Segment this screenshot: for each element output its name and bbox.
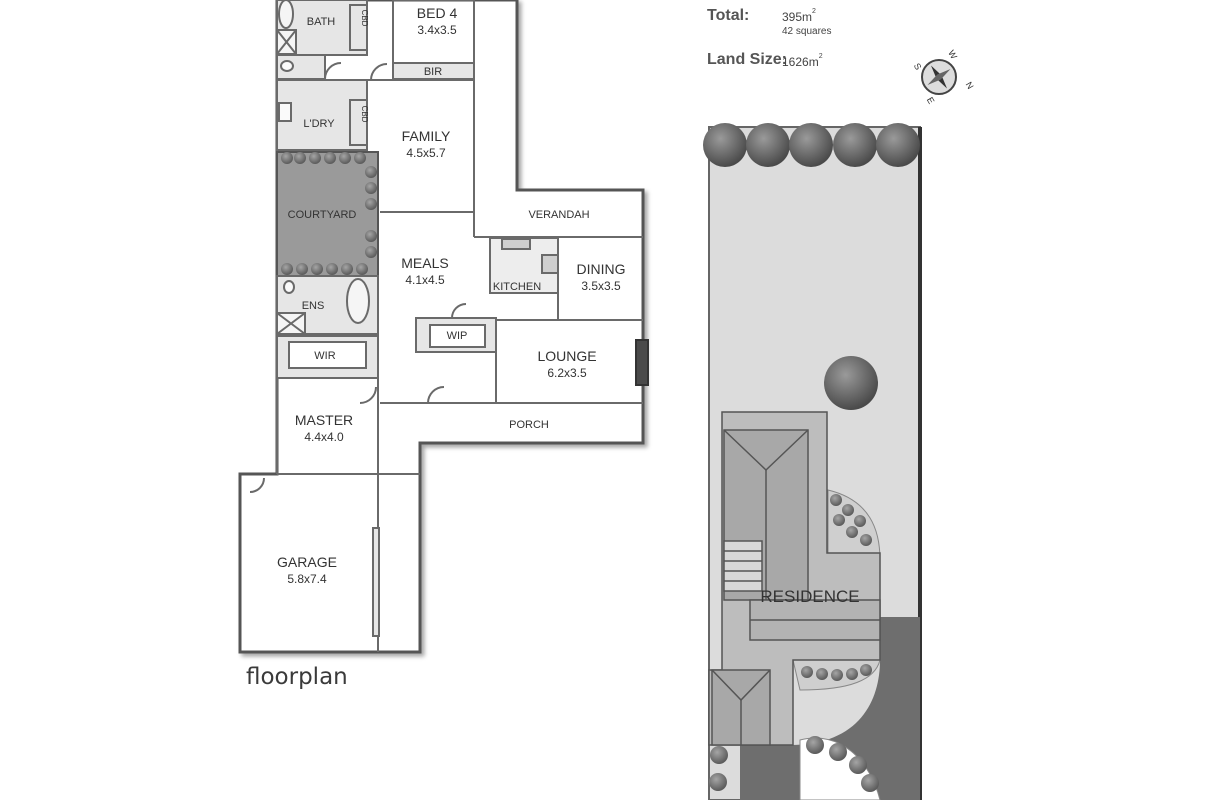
- compass-rose: W N S E: [912, 48, 976, 105]
- total-value: 395m2: [782, 8, 816, 24]
- garage-door-rail: [372, 527, 380, 637]
- label-bed4: BED 4: [417, 5, 458, 21]
- label-wir: WIR: [314, 350, 335, 362]
- shrubs: [709, 494, 879, 792]
- kitchen-sink: [501, 238, 531, 250]
- label-courtyard: COURTYARD: [288, 209, 357, 221]
- label-wip: WIP: [447, 330, 468, 342]
- label-porch: PORCH: [509, 419, 549, 431]
- label-laundry: L'DRY: [303, 118, 335, 130]
- label-verandah: VERANDAH: [528, 209, 589, 221]
- ens-toilet: [283, 280, 295, 294]
- laundry-tub: [278, 102, 292, 122]
- kitchen-cooktop: [541, 254, 559, 274]
- label-master: MASTER: [295, 412, 353, 428]
- label-lounge: LOUNGE: [537, 348, 596, 364]
- label-family: FAMILY: [402, 128, 451, 144]
- label-master-dim: 4.4x4.0: [304, 430, 344, 444]
- land-size-value: 1626m2: [782, 53, 823, 69]
- label-garage-dim: 5.8x7.4: [287, 572, 327, 586]
- label-meals: MEALS: [401, 255, 448, 271]
- land-size-unit-sup: 2: [818, 53, 823, 60]
- compass-w: E: [925, 95, 937, 105]
- total-squares: 42 squares: [782, 26, 832, 37]
- tree-row: [703, 123, 920, 167]
- ens-bath: [346, 278, 370, 324]
- label-garage: GARAGE: [277, 554, 337, 570]
- floorplan-caption: floorplan: [246, 664, 348, 690]
- label-kitchen: KITCHEN: [493, 281, 541, 293]
- total-value-unit-sup: 2: [812, 8, 816, 15]
- label-cbd1: CBD: [360, 10, 369, 27]
- compass-e: N: [964, 80, 976, 91]
- total-label: Total:: [707, 7, 750, 24]
- residence: [708, 411, 881, 746]
- label-dining: DINING: [577, 261, 626, 277]
- label-lounge-dim: 6.2x3.5: [547, 366, 587, 380]
- label-dining-dim: 3.5x3.5: [581, 279, 621, 293]
- floorplan-labels: BATH CBD BED 4 3.4x3.5 BIR L'DRY CBD FAM…: [277, 5, 625, 586]
- label-residence: RESIDENCE: [760, 587, 859, 606]
- floorplan-interior: [249, 0, 649, 652]
- label-bir: BIR: [424, 66, 442, 78]
- wc-toilet: [280, 60, 294, 72]
- tree-single: [824, 356, 878, 410]
- label-cbd2: CBD: [360, 106, 369, 123]
- cbd1-room: [349, 4, 368, 51]
- land-size-number: 1626m: [782, 55, 819, 69]
- total-value-number: 395m: [782, 10, 813, 24]
- siteplan: RESIDENCE: [703, 123, 922, 800]
- label-family-dim: 4.5x5.7: [406, 146, 446, 160]
- residence-steps: [723, 540, 763, 592]
- compass-s: S: [912, 61, 924, 71]
- label-bath: BATH: [307, 16, 336, 28]
- courtyard-shrubs: [281, 152, 377, 275]
- bathtub: [278, 0, 294, 29]
- label-meals-dim: 4.1x4.5: [405, 273, 445, 287]
- land-size-label: Land Size:: [707, 51, 788, 68]
- label-bed4-dim: 3.4x3.5: [417, 23, 457, 37]
- fireplace: [635, 339, 649, 386]
- courtyard-area: [276, 151, 379, 277]
- compass-n: W: [946, 48, 959, 61]
- label-ens: ENS: [302, 300, 325, 312]
- driveway: [740, 617, 920, 800]
